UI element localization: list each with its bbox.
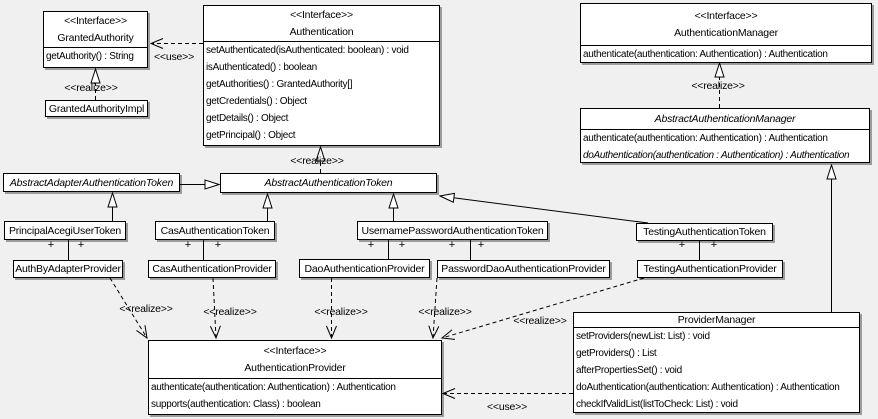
- multiplicity-plus: +: [398, 239, 406, 251]
- edge-label-realize: <<realize>>: [314, 306, 368, 318]
- class-title: PasswordDaoAuthenticationProvider: [441, 263, 606, 275]
- class-principal-acegi-user-token[interactable]: PrincipalAcegiUserToken: [4, 221, 126, 240]
- class-provider-manager[interactable]: ProviderManager setProviders(newList: Li…: [573, 312, 860, 413]
- class-abstract-authentication-manager[interactable]: AbstractAuthenticationManager authentica…: [580, 108, 870, 163]
- class-title: GrantedAuthorityImpl: [48, 102, 145, 115]
- class-title: AuthenticationManager: [674, 27, 778, 39]
- multiplicity-plus: +: [214, 239, 222, 251]
- interface-authentication-provider[interactable]: <<Interface>> AuthenticationProvider aut…: [148, 340, 442, 415]
- multiplicity-plus: +: [367, 239, 375, 251]
- class-title: DaoAuthenticationProvider: [304, 262, 425, 275]
- class-granted-authority-impl[interactable]: GrantedAuthorityImpl: [45, 100, 148, 117]
- class-title: AuthByAdapterProvider: [15, 263, 121, 275]
- class-title: GrantedAuthority: [57, 32, 134, 44]
- multiplicity-plus: +: [710, 239, 718, 251]
- class-header: <<Interface>> AuthenticationProvider: [149, 341, 441, 379]
- class-title: AuthenticationProvider: [244, 362, 346, 374]
- class-title: CasAuthenticationProvider: [152, 263, 272, 275]
- method: getCredentials() : Object: [206, 96, 307, 107]
- method: getAuthorities() : GrantedAuthority[]: [206, 79, 353, 90]
- method: getDetails() : Object: [206, 113, 289, 124]
- class-abstract-adapter-authentication-token[interactable]: AbstractAdapterAuthenticationToken: [3, 173, 180, 192]
- interface-authentication[interactable]: <<Interface>> Authentication setAuthenti…: [203, 5, 440, 146]
- class-abstract-authentication-token[interactable]: AbstractAuthenticationToken: [220, 173, 437, 193]
- class-testing-authentication-token[interactable]: TestingAuthenticationToken: [636, 223, 773, 241]
- class-title: Authentication: [289, 26, 354, 38]
- method: getProviders() : List: [576, 348, 657, 359]
- edge-label-use: <<use>>: [153, 51, 195, 63]
- edge-label-realize: <<realize>>: [290, 155, 344, 167]
- multiplicity-plus: +: [47, 239, 55, 251]
- method: getPrincipal() : Object: [206, 130, 296, 141]
- edge-label-realize: <<realize>>: [64, 82, 118, 94]
- method: setProviders(newList: List) : void: [576, 331, 710, 342]
- class-title: UsernamePasswordAuthenticationToken: [361, 224, 544, 237]
- class-header: <<Interface>> Authentication: [204, 6, 439, 42]
- class-title: CasAuthenticationToken: [160, 224, 270, 237]
- class-dao-authentication-provider[interactable]: DaoAuthenticationProvider: [299, 259, 430, 278]
- stereotype-label: <<Interface>>: [290, 9, 353, 21]
- edge-gen-testingauthenticationtoken: [440, 196, 649, 224]
- method: supports(authentication: Class) : boolea…: [151, 399, 321, 410]
- class-username-password-authentication-token[interactable]: UsernamePasswordAuthenticationToken: [357, 221, 548, 240]
- method: authenticate(authentication: Authenticat…: [583, 49, 828, 60]
- class-header: <<Interface>> GrantedAuthority: [44, 12, 147, 48]
- multiplicity-plus: +: [77, 239, 85, 251]
- multiplicity-plus: +: [678, 239, 686, 251]
- class-title: AbstractAuthenticationManager: [654, 113, 796, 125]
- method: isAuthenticated() : boolean: [206, 62, 317, 73]
- method: afterPropertiesSet() : void: [576, 365, 682, 376]
- class-auth-by-adapter-provider[interactable]: AuthByAdapterProvider: [13, 260, 123, 278]
- class-header: AbstractAuthenticationManager: [581, 109, 869, 130]
- class-title: AbstractAdapterAuthenticationToken: [9, 176, 174, 189]
- class-title: ProviderManager: [677, 314, 756, 326]
- class-header: <<Interface>> AuthenticationManager: [581, 4, 871, 46]
- class-title: AbstractAuthenticationToken: [264, 177, 393, 189]
- stereotype-label: <<Interface>>: [64, 15, 127, 27]
- method: setAuthenticated(isAuthenticated: boolea…: [206, 45, 409, 56]
- multiplicity-plus: +: [448, 239, 456, 251]
- edge-label-realize: <<realize>>: [418, 306, 472, 318]
- class-title: TestingAuthenticationProvider: [643, 263, 777, 275]
- class-header: ProviderManager: [574, 313, 859, 328]
- class-testing-authentication-provider[interactable]: TestingAuthenticationProvider: [637, 260, 783, 278]
- multiplicity-plus: +: [184, 239, 192, 251]
- class-title: PrincipalAcegiUserToken: [8, 224, 122, 237]
- interface-authentication-manager[interactable]: <<Interface>> AuthenticationManager auth…: [580, 3, 872, 63]
- stereotype-label: <<Interface>>: [694, 10, 758, 22]
- edge-label-realize: <<realize>>: [119, 303, 173, 315]
- method-abstract: doAuthentication(authentication : Authen…: [583, 150, 850, 161]
- class-granted-authority[interactable]: <<Interface>> GrantedAuthority getAuthor…: [43, 11, 148, 68]
- edge-label-realize: <<realize>>: [203, 306, 257, 318]
- method: authenticate(authentication: Authenticat…: [583, 133, 828, 144]
- class-password-dao-authentication-provider[interactable]: PasswordDaoAuthenticationProvider: [437, 260, 610, 278]
- method: getAuthority() : String: [46, 51, 134, 62]
- edge-label-realize: <<realize>>: [691, 80, 745, 92]
- method: checkIfValidList(listToCheck: List) : vo…: [576, 399, 738, 410]
- method: authenticate(authentication: Authenticat…: [151, 382, 396, 393]
- class-cas-authentication-provider[interactable]: CasAuthenticationProvider: [148, 260, 276, 278]
- class-title: TestingAuthenticationToken: [643, 226, 766, 238]
- class-cas-authentication-token[interactable]: CasAuthenticationToken: [155, 221, 275, 240]
- edge-label-realize: <<realize>>: [513, 315, 567, 327]
- method: doAuthentication(authentication: Authent…: [576, 382, 840, 393]
- stereotype-label: <<Interface>>: [263, 345, 327, 357]
- edge-label-use: <<use>>: [486, 401, 528, 413]
- multiplicity-plus: +: [477, 239, 485, 251]
